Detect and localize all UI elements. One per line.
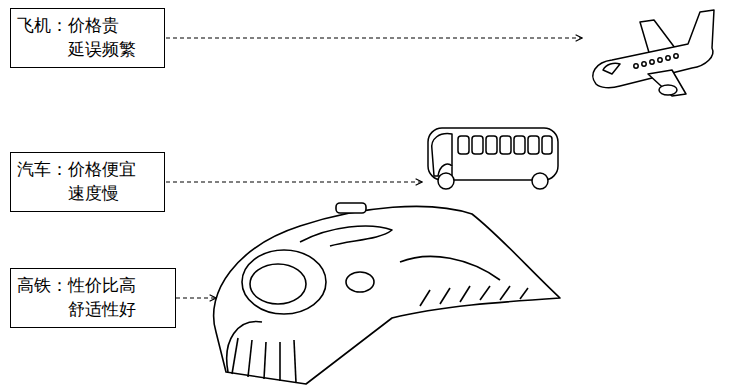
train-stripes [232, 286, 528, 383]
train-stripe [232, 338, 238, 374]
box-label: 汽车：价格便宜 速度慢 [17, 157, 158, 205]
bus-window [542, 136, 552, 154]
plane-wing [648, 70, 686, 96]
train-headlight [346, 272, 374, 292]
plane-cockpit [603, 63, 620, 74]
plane-window [658, 58, 662, 62]
plane-window [650, 60, 654, 64]
train-stripe [440, 288, 450, 304]
box-label: 高铁：性价比高 舒适性好 [17, 273, 169, 321]
bus-window [486, 136, 497, 154]
plane-window [642, 62, 646, 66]
bus-wheel [532, 173, 548, 189]
train-stripe [294, 340, 296, 383]
train-drawing [214, 203, 560, 384]
text-box: 飞机：价格贵 延误频繁 [10, 8, 165, 68]
train-side-line [400, 256, 500, 280]
leader-arrow [176, 297, 216, 298]
train-antenna [336, 203, 366, 213]
bus-wheel [438, 173, 454, 189]
text-box: 高铁：性价比高 舒适性好 [10, 268, 176, 328]
bus-front [432, 134, 452, 176]
train-roof-line [300, 226, 392, 246]
plane-engine [659, 85, 677, 95]
bus-window [514, 136, 525, 154]
bus-window [458, 136, 469, 154]
box-label: 飞机：价格贵 延误频繁 [17, 13, 158, 61]
plane-window [634, 64, 638, 68]
train-stripe [248, 340, 252, 377]
train-windshield [242, 250, 326, 314]
train-stripe [500, 286, 510, 300]
train-stripe [279, 342, 281, 381]
bus-drawing [428, 128, 558, 189]
bus-window [528, 136, 539, 154]
train-stripe [420, 290, 430, 306]
train-stripe [264, 342, 266, 379]
train-stripe [520, 288, 528, 299]
train-stripe [460, 286, 470, 302]
plane-window [674, 54, 678, 58]
bus-body [428, 128, 558, 180]
leader-arrow [166, 181, 422, 182]
bus-window [500, 136, 511, 154]
train-body [214, 206, 560, 384]
text-box: 汽车：价格便宜 速度慢 [10, 152, 165, 212]
train-skirt [227, 322, 262, 372]
train-stripe [480, 286, 490, 300]
plane-window [666, 56, 670, 60]
leader-arrow [166, 37, 582, 38]
bus-window [472, 136, 483, 154]
train-windshield-inner [250, 264, 306, 304]
airplane-drawing [593, 10, 714, 96]
